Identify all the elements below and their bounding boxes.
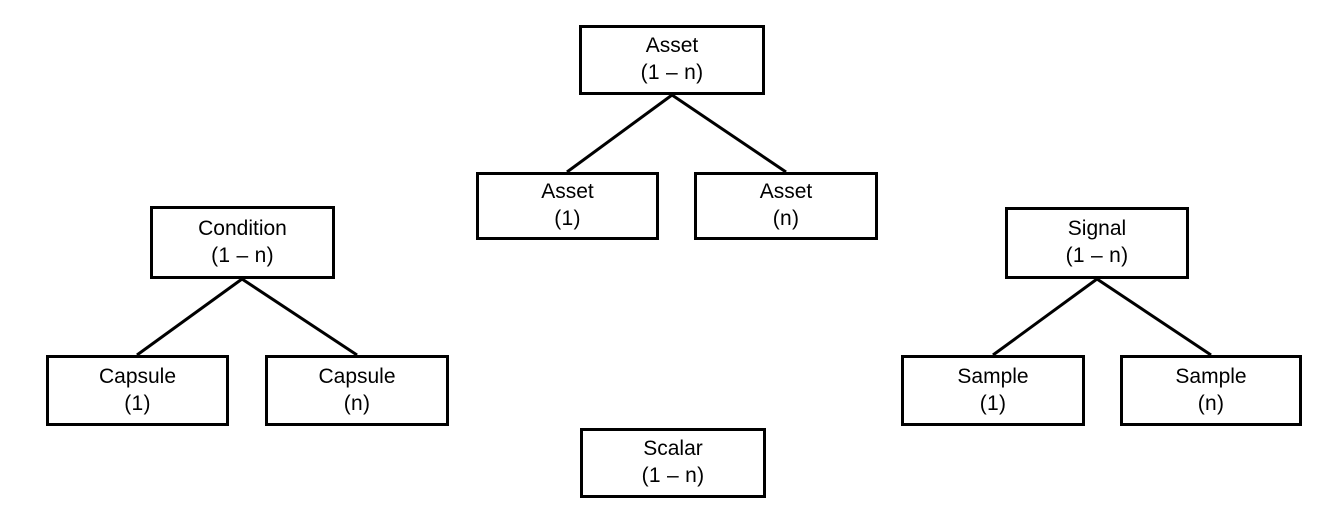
edge-asset-to-asset-1	[566, 93, 673, 174]
edge-condition-to-capsule-1	[136, 277, 243, 357]
node-asset-child-n[interactable]: Asset (n)	[694, 172, 878, 240]
node-title: Condition	[198, 216, 287, 240]
node-asset-child-1[interactable]: Asset (1)	[476, 172, 659, 240]
node-signal-parent[interactable]: Signal (1 – n)	[1005, 207, 1189, 279]
node-cardinality: (1 – n)	[1065, 244, 1129, 267]
node-title: Asset	[541, 180, 594, 204]
node-title: Scalar	[643, 437, 703, 461]
node-title: Signal	[1067, 217, 1127, 241]
node-title: Capsule	[318, 364, 396, 388]
node-cardinality: (1 – n)	[640, 61, 704, 84]
node-sample-child-1[interactable]: Sample (1)	[901, 355, 1085, 426]
node-sample-child-n[interactable]: Sample (n)	[1120, 355, 1302, 426]
node-cardinality: (n)	[343, 391, 371, 415]
edge-signal-to-sample-n	[1096, 277, 1212, 357]
node-cardinality: (n)	[772, 207, 800, 230]
node-cardinality: (n)	[1197, 391, 1225, 415]
node-title: Asset	[645, 34, 699, 58]
node-cardinality: (1 – n)	[641, 464, 705, 487]
node-title: Sample	[1175, 364, 1247, 388]
node-scalar[interactable]: Scalar (1 – n)	[580, 428, 766, 498]
node-title: Capsule	[98, 364, 177, 388]
node-condition-parent[interactable]: Condition (1 – n)	[150, 206, 335, 279]
node-title: Asset	[759, 180, 813, 204]
node-asset-parent[interactable]: Asset (1 – n)	[579, 25, 765, 95]
node-title: Sample	[957, 364, 1029, 388]
edge-signal-to-sample-1	[992, 277, 1098, 357]
node-cardinality: (1)	[979, 391, 1007, 415]
edge-condition-to-capsule-n	[241, 277, 358, 357]
edge-asset-to-asset-n	[671, 93, 787, 174]
node-cardinality: (1)	[554, 207, 581, 230]
node-capsule-child-n[interactable]: Capsule (n)	[265, 355, 449, 426]
node-cardinality: (1)	[124, 391, 151, 415]
node-capsule-child-1[interactable]: Capsule (1)	[46, 355, 229, 426]
node-cardinality: (1 – n)	[211, 243, 274, 267]
